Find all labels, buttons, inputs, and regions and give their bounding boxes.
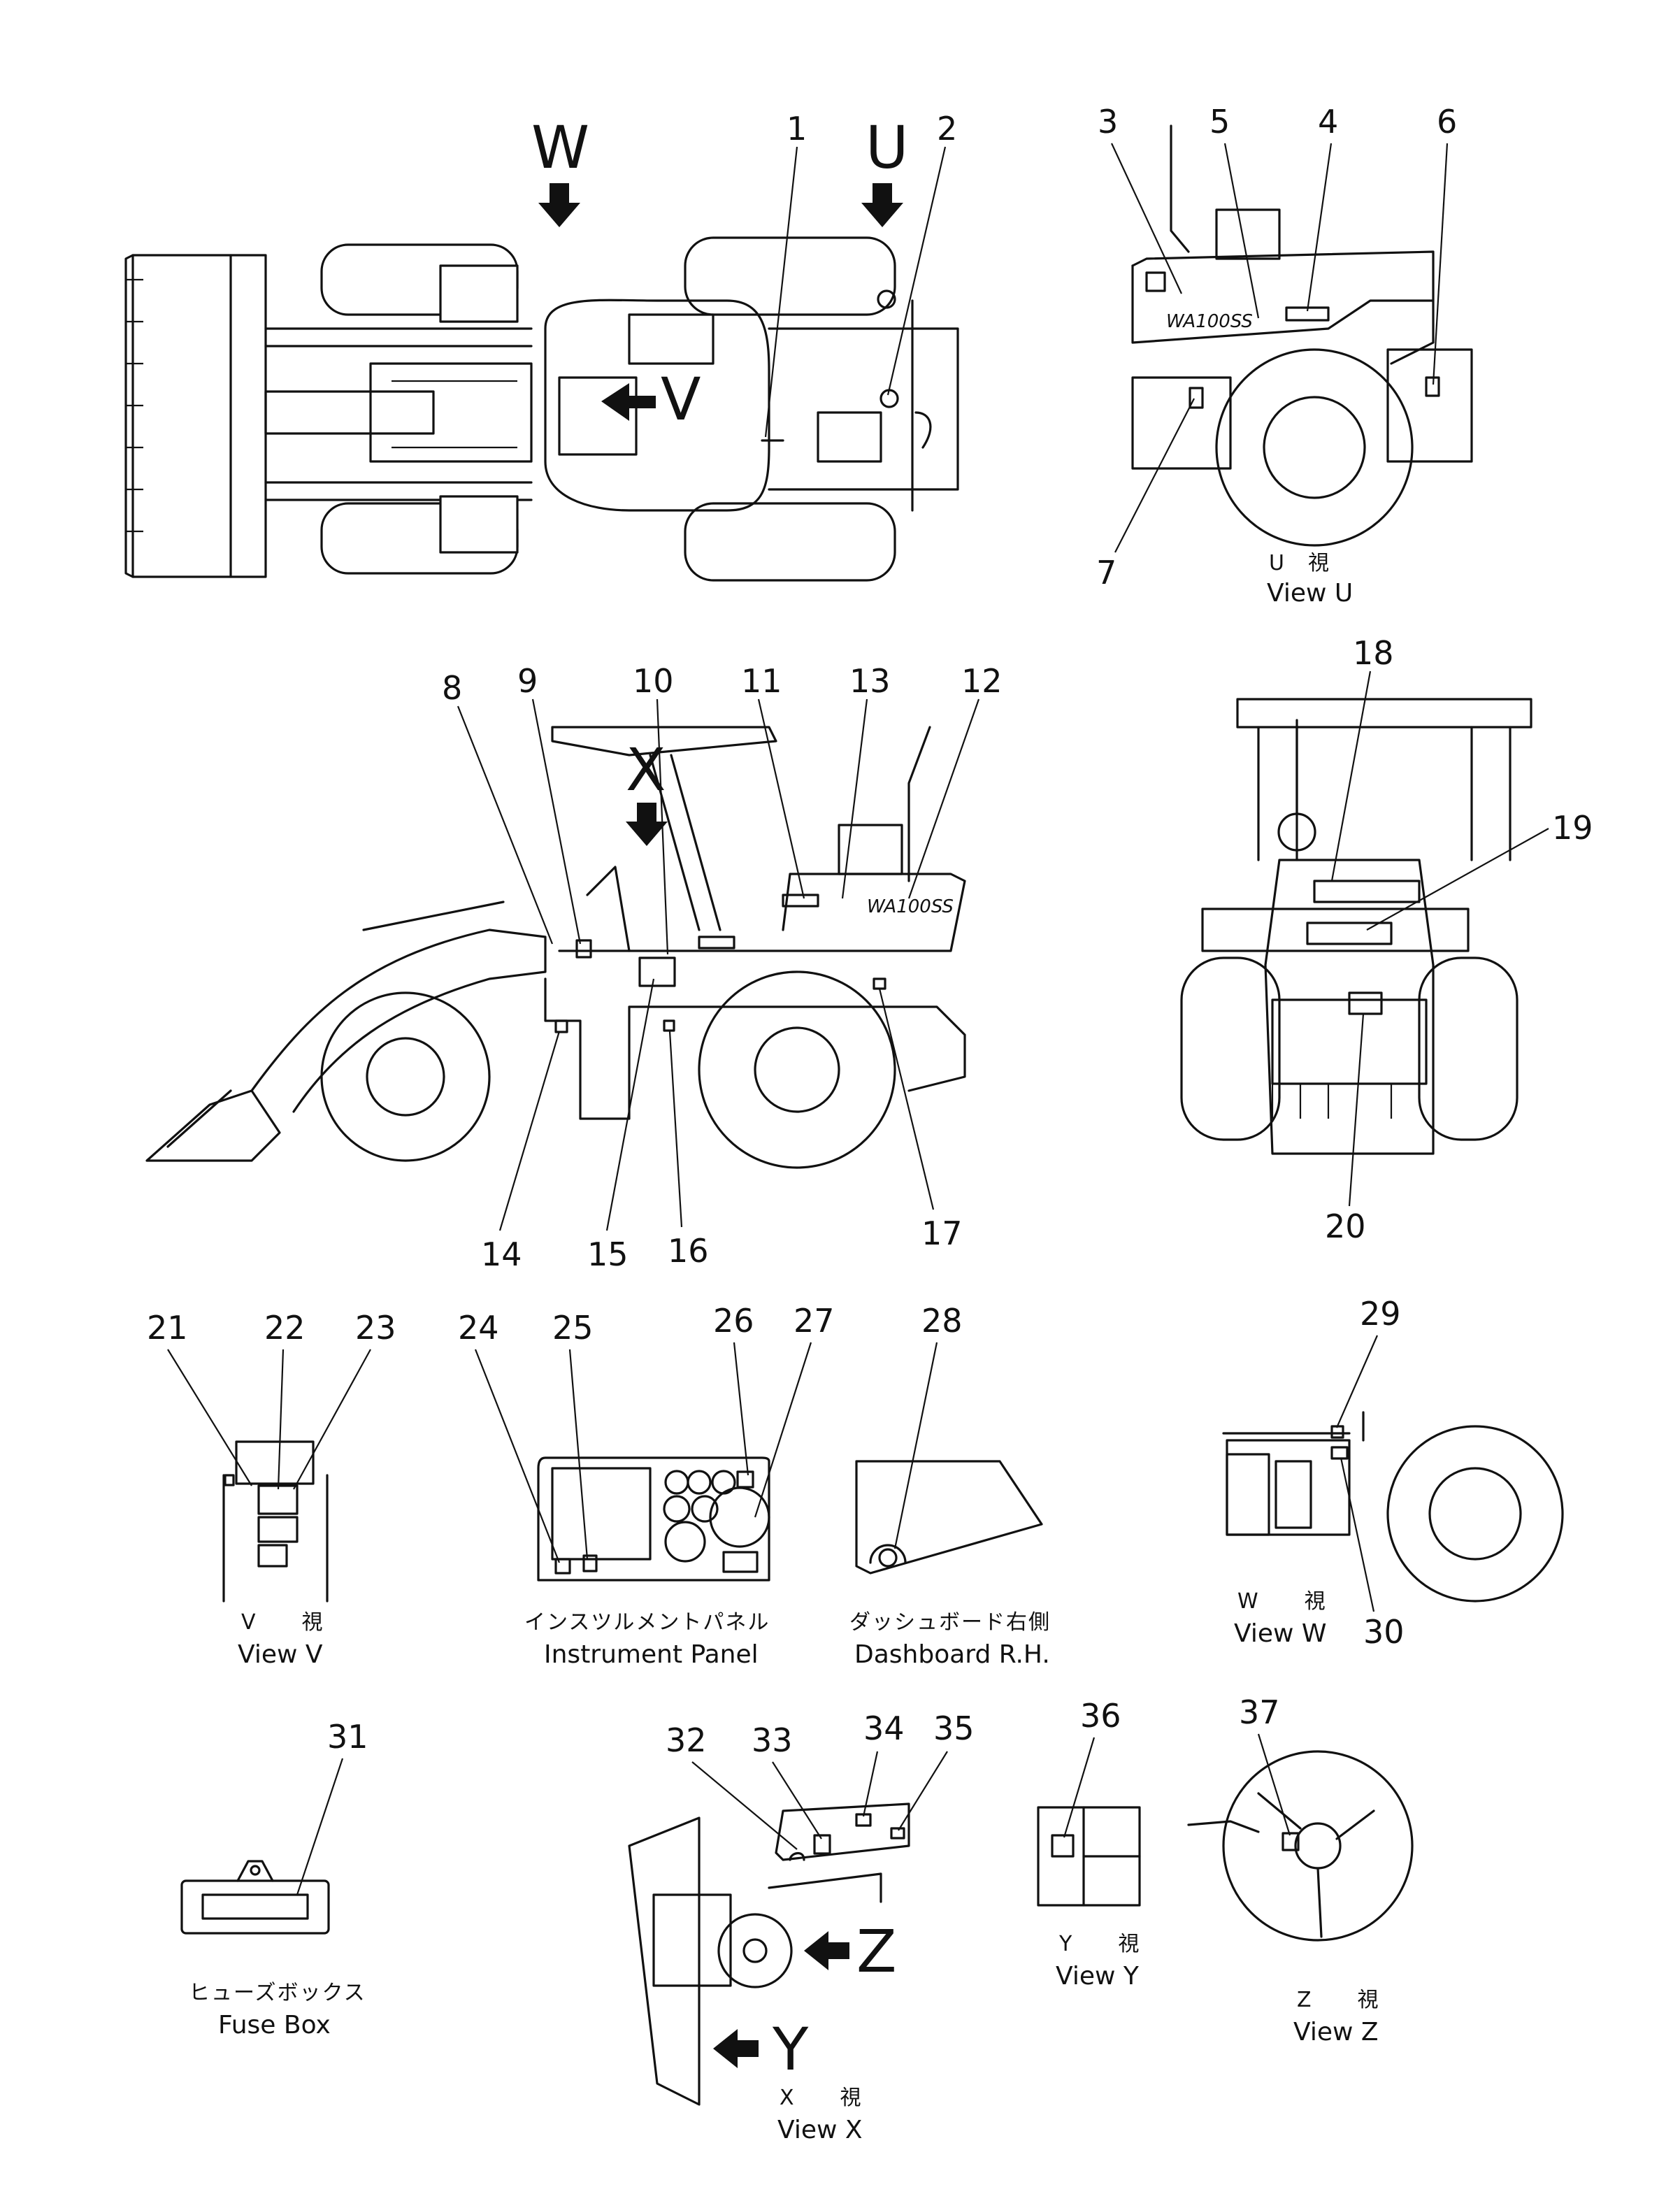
- brand-text-side: WA100SS: [867, 896, 954, 917]
- callout-20: 20: [1325, 1207, 1366, 1245]
- view-u: WA100SS 3 5 4 6 7 U 視 View U: [1096, 103, 1473, 608]
- panel-caption: Instrument Panel: [544, 1640, 759, 1669]
- arrow-y: [713, 2029, 759, 2068]
- side-view: WA100SS X 8 9 10 11 13 12 14 15 16 17: [145, 662, 1003, 1273]
- view-w: 29 30 W 視 View W: [1222, 1295, 1564, 1651]
- view-x-caption: View X: [777, 2116, 863, 2144]
- callout-8: 8: [442, 669, 462, 707]
- top-view: V W U 1 2: [124, 110, 959, 582]
- callout-17: 17: [921, 1214, 963, 1252]
- arrow-z: [804, 1931, 849, 1970]
- view-z-caption-jp: Z 視: [1297, 1988, 1380, 2012]
- view-v: 21 22 23 V 視 View V: [147, 1309, 396, 1669]
- arrow-label-y: Y: [772, 2015, 809, 2084]
- callout-12: 12: [961, 662, 1003, 700]
- callout-15: 15: [587, 1235, 629, 1273]
- callout-28: 28: [921, 1302, 963, 1340]
- callout-21: 21: [147, 1309, 188, 1347]
- callout-9: 9: [517, 662, 538, 700]
- view-y: 36 Y 視 View Y: [1037, 1697, 1141, 1991]
- view-w-caption-jp: W 視: [1237, 1589, 1327, 1614]
- callout-36: 36: [1080, 1697, 1121, 1735]
- callout-3: 3: [1098, 103, 1118, 141]
- fuse-caption-jp: ヒューズボックス: [189, 1981, 366, 2005]
- callout-31: 31: [327, 1718, 368, 1756]
- arrow-label-z: Z: [856, 1917, 897, 1986]
- arrow-w: [538, 183, 580, 227]
- dash-caption: Dashboard R.H.: [854, 1640, 1050, 1669]
- view-x-caption-jp: X 視: [780, 2086, 863, 2110]
- view-z-caption: View Z: [1293, 2018, 1379, 2046]
- callout-23: 23: [355, 1309, 396, 1347]
- view-u-caption: View U: [1267, 579, 1353, 608]
- view-z: 37 Z 視 View Z: [1187, 1693, 1414, 2046]
- arrow-label-w: W: [531, 113, 589, 182]
- instrument-panel: 24 25 26 27 インスツルメントパネル Instrument Panel: [458, 1302, 835, 1669]
- callout-18: 18: [1353, 634, 1394, 672]
- callout-22: 22: [264, 1309, 306, 1347]
- callout-35: 35: [933, 1709, 975, 1747]
- fuse-box: 31 ヒューズボックス Fuse Box: [180, 1718, 368, 2039]
- arrow-label-v: V: [661, 365, 701, 433]
- callout-13: 13: [849, 662, 891, 700]
- callout-11: 11: [741, 662, 782, 700]
- callout-6: 6: [1437, 103, 1457, 141]
- callout-16: 16: [668, 1232, 709, 1270]
- view-u-caption-jp: U 視: [1269, 551, 1330, 575]
- callout-32: 32: [666, 1721, 707, 1759]
- dashboard-rh: 28 ダッシュボード右側 Dashboard R.H.: [849, 1302, 1051, 1669]
- view-x: Z Y 32 33 34 35 X 視 View X: [628, 1709, 975, 2144]
- panel-caption-jp: インスツルメントパネル: [524, 1610, 770, 1635]
- view-y-caption-jp: Y 視: [1058, 1932, 1140, 1956]
- brand-text-u: WA100SS: [1166, 311, 1253, 332]
- arrow-x: [626, 803, 668, 846]
- callout-19: 19: [1552, 809, 1593, 847]
- view-y-caption: View Y: [1056, 1962, 1140, 1991]
- dash-caption-jp: ダッシュボード右側: [849, 1610, 1051, 1635]
- callout-14: 14: [481, 1235, 522, 1273]
- callout-34: 34: [863, 1709, 905, 1747]
- callout-37: 37: [1239, 1693, 1280, 1731]
- view-v-caption-jp: V 視: [241, 1610, 324, 1635]
- callout-10: 10: [633, 662, 674, 700]
- arrow-u: [861, 183, 903, 227]
- callout-29: 29: [1360, 1295, 1401, 1333]
- callout-24: 24: [458, 1309, 499, 1347]
- callout-30: 30: [1363, 1613, 1405, 1651]
- callout-4: 4: [1318, 103, 1338, 141]
- callout-7: 7: [1096, 554, 1117, 592]
- arrow-label-u: U: [866, 113, 908, 182]
- callout-27: 27: [794, 1302, 835, 1340]
- callout-25: 25: [552, 1309, 594, 1347]
- view-v-caption: View V: [238, 1640, 323, 1669]
- view-w-caption: View W: [1234, 1619, 1326, 1648]
- callout-2: 2: [937, 110, 957, 148]
- rear-view: 18 19 20: [1180, 634, 1593, 1245]
- callout-5: 5: [1209, 103, 1230, 141]
- callout-26: 26: [713, 1302, 754, 1340]
- callout-33: 33: [752, 1721, 793, 1759]
- fuse-caption: Fuse Box: [218, 2011, 331, 2039]
- callout-1: 1: [787, 110, 807, 148]
